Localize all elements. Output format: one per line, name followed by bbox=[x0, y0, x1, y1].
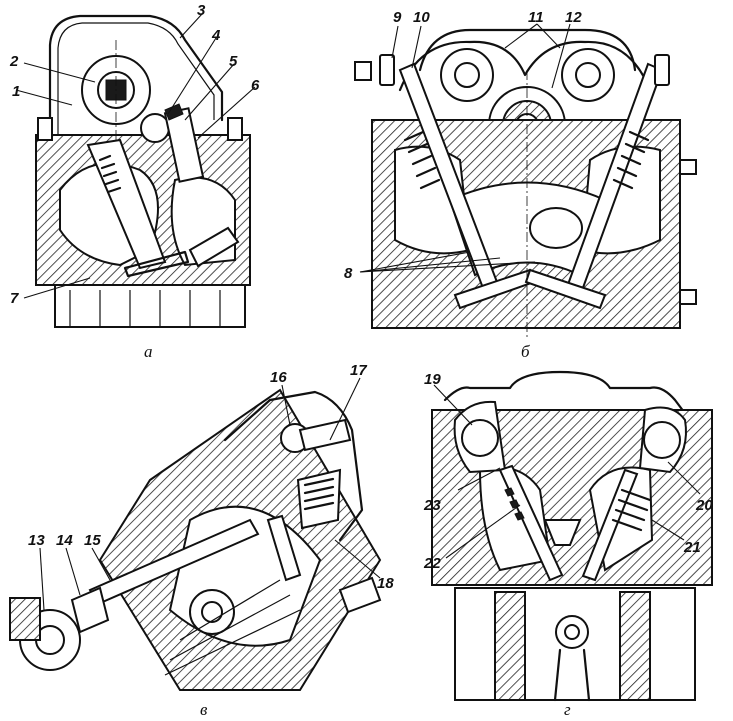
caption-v: в bbox=[200, 700, 208, 719]
label-12: 12 bbox=[565, 9, 582, 26]
caption-a: а bbox=[144, 342, 153, 361]
label-11: 11 bbox=[528, 9, 544, 26]
label-13: 13 bbox=[28, 532, 45, 549]
label-16: 16 bbox=[270, 369, 287, 386]
label-4: 4 bbox=[211, 27, 221, 44]
caption-g: г bbox=[564, 700, 571, 719]
label-8: 8 bbox=[344, 265, 353, 282]
panel-c-leaders bbox=[39, 377, 381, 611]
label-9: 9 bbox=[393, 9, 402, 26]
caption-b: б bbox=[521, 342, 530, 361]
panel-b-drawing bbox=[354, 28, 697, 340]
label-19: 19 bbox=[424, 371, 441, 388]
panel-a-drawing bbox=[35, 14, 251, 328]
panel-b-leaders bbox=[359, 23, 571, 273]
panel-a-leaders bbox=[15, 13, 256, 299]
label-10: 10 bbox=[413, 9, 430, 26]
label-22: 22 bbox=[423, 555, 441, 572]
label-17: 17 bbox=[350, 362, 367, 379]
label-5: 5 bbox=[229, 53, 238, 70]
panel-c-drawing bbox=[9, 388, 382, 691]
label-21: 21 bbox=[683, 539, 701, 556]
label-6: 6 bbox=[251, 77, 260, 94]
label-14: 14 bbox=[56, 532, 73, 549]
label-15: 15 bbox=[84, 532, 101, 549]
label-18: 18 bbox=[377, 575, 394, 592]
captions: а б в г bbox=[144, 342, 571, 719]
label-23: 23 bbox=[423, 497, 441, 514]
label-2: 2 bbox=[9, 53, 19, 70]
panel-d-drawing bbox=[431, 370, 713, 702]
label-7: 7 bbox=[10, 290, 19, 307]
label-3: 3 bbox=[197, 2, 206, 19]
label-1: 1 bbox=[12, 83, 20, 100]
panel-d-leaders bbox=[433, 384, 701, 559]
label-20: 20 bbox=[695, 497, 713, 514]
labels: 1 2 3 4 5 6 7 8 9 10 11 12 13 14 15 16 1… bbox=[9, 2, 713, 592]
